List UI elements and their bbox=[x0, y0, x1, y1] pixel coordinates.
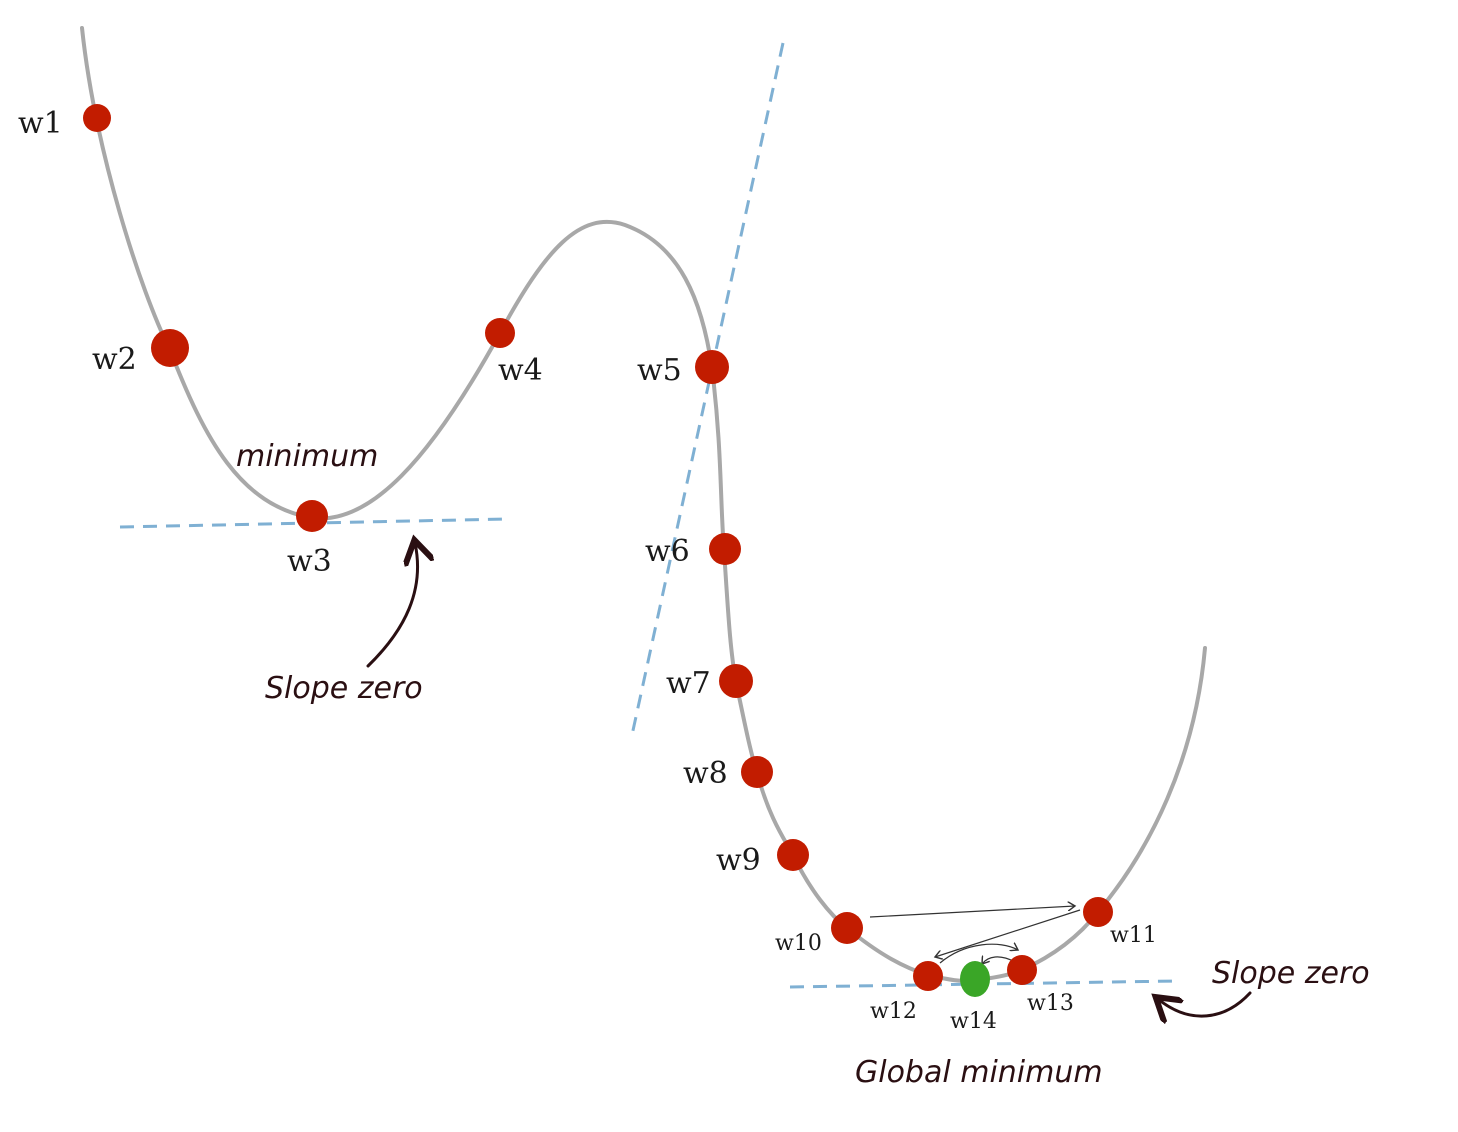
point-w9: w9 bbox=[716, 839, 809, 878]
point-marker-w13 bbox=[1007, 955, 1037, 985]
point-label-w11: w11 bbox=[1110, 923, 1157, 948]
point-w8: w8 bbox=[683, 756, 773, 791]
point-w10: w10 bbox=[775, 912, 863, 956]
slope-zero-left-label: Slope zero bbox=[265, 671, 423, 706]
point-label-w13: w13 bbox=[1027, 991, 1074, 1016]
point-marker-w9 bbox=[777, 839, 809, 871]
tangent-line-w5 bbox=[630, 42, 785, 736]
point-w1: w1 bbox=[18, 104, 111, 141]
point-marker-w10 bbox=[831, 912, 863, 944]
point-label-w12: w12 bbox=[870, 999, 917, 1024]
point-label-w6: w6 bbox=[645, 534, 690, 569]
point-marker-w3 bbox=[296, 500, 328, 532]
point-label-w2: w2 bbox=[92, 342, 137, 377]
point-w7: w7 bbox=[666, 664, 753, 701]
point-marker-w12 bbox=[913, 961, 943, 991]
point-w12: w12 bbox=[870, 961, 943, 1024]
point-label-w14: w14 bbox=[950, 1009, 997, 1034]
point-w13: w13 bbox=[1007, 955, 1074, 1016]
point-w5: w5 bbox=[637, 350, 729, 388]
slope-zero-right-label: Slope zero bbox=[1212, 956, 1370, 991]
point-w6: w6 bbox=[645, 533, 741, 569]
point-label-w9: w9 bbox=[716, 843, 761, 878]
loss-curve bbox=[80, 26, 1207, 983]
point-marker-w7 bbox=[719, 664, 753, 698]
point-marker-w5 bbox=[695, 350, 729, 384]
point-label-w5: w5 bbox=[637, 353, 682, 388]
point-w2: w2 bbox=[92, 329, 189, 377]
point-marker-w14 bbox=[960, 961, 990, 997]
point-label-w1: w1 bbox=[18, 106, 63, 141]
point-label-w4: w4 bbox=[498, 353, 543, 388]
point-marker-w1 bbox=[83, 104, 111, 132]
step-arrow-w12-w13 bbox=[939, 944, 1018, 964]
point-label-w10: w10 bbox=[775, 931, 822, 956]
global-minimum-label: Global minimum bbox=[855, 1055, 1103, 1090]
point-marker-w8 bbox=[741, 756, 773, 788]
point-marker-w4 bbox=[485, 318, 515, 348]
point-w14: w14 bbox=[950, 961, 997, 1034]
point-marker-w6 bbox=[709, 533, 741, 565]
local-minimum-label: minimum bbox=[236, 439, 378, 474]
step-arrow-w11-w12 bbox=[935, 909, 1081, 957]
point-marker-w11 bbox=[1083, 897, 1113, 927]
point-label-w3: w3 bbox=[287, 544, 332, 579]
point-w11: w11 bbox=[1083, 897, 1157, 948]
point-w3: w3 bbox=[287, 500, 332, 579]
point-label-w8: w8 bbox=[683, 756, 728, 791]
point-marker-w2 bbox=[151, 329, 189, 367]
slope-zero-right-arrow bbox=[1158, 991, 1252, 1016]
point-label-w7: w7 bbox=[666, 666, 711, 701]
step-arrow-w10-w11 bbox=[869, 906, 1075, 918]
point-w4: w4 bbox=[485, 318, 543, 388]
slope-zero-left-arrow bbox=[366, 543, 418, 668]
